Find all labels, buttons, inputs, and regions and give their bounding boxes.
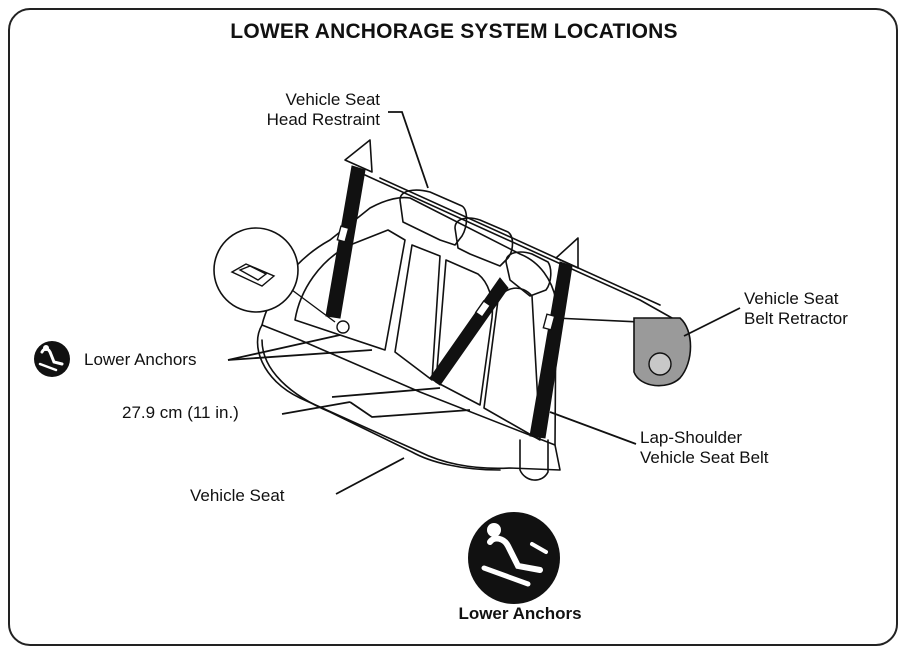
head-restraint-left <box>399 189 468 246</box>
lower-anchors-large-icon <box>468 512 560 604</box>
label-belt-retractor-line1: Vehicle Seat <box>744 289 839 308</box>
pointer-lower-anchor-2 <box>227 349 373 361</box>
seat-back <box>261 196 557 446</box>
label-vehicle-seat: Vehicle Seat <box>190 486 285 505</box>
middle-lap-belt <box>429 277 509 386</box>
label-belt-retractor: Vehicle Seat Belt Retractor <box>744 289 848 329</box>
head-restraint-middle <box>454 217 514 267</box>
label-belt-retractor-line2: Belt Retractor <box>744 309 848 328</box>
diagram-title: LOWER ANCHORAGE SYSTEM LOCATIONS <box>230 20 678 43</box>
label-lap-shoulder-belt: Lap-Shoulder Vehicle Seat Belt <box>640 428 769 468</box>
pointer-head-restraint <box>388 111 429 189</box>
pointer-spacing-top <box>281 401 351 415</box>
label-head-restraint-line2: Head Restraint <box>266 110 380 129</box>
pointer-spacing-top2 <box>331 387 441 398</box>
lower-anchors-icon <box>34 341 70 377</box>
label-head-restraint-line1: Vehicle Seat <box>285 90 380 109</box>
anchor-detail-inset <box>213 227 299 313</box>
diagram-frame <box>8 8 898 646</box>
pointer-retractor <box>683 307 741 337</box>
label-lap-shoulder-line2: Vehicle Seat Belt <box>640 448 769 467</box>
belt-retractor-icon <box>633 317 692 387</box>
head-restraint-right <box>505 251 552 297</box>
label-spacing: 27.9 cm (11 in.) <box>122 403 239 422</box>
label-lower-anchors: Lower Anchors <box>84 350 197 369</box>
pointer-lap-shoulder <box>549 411 637 445</box>
pointer-vehicle-seat <box>335 457 405 495</box>
pointer-lower-anchor-1 <box>227 334 341 361</box>
pointer-spacing-bottom <box>349 401 471 418</box>
belt-anchor-upper-right <box>555 237 579 269</box>
label-lap-shoulder-line1: Lap-Shoulder <box>640 428 743 447</box>
seat-cushion-front <box>261 339 501 471</box>
belt-anchor-upper-left <box>344 139 373 173</box>
label-head-restraint: Vehicle Seat Head Restraint <box>230 90 380 130</box>
label-lower-anchors-icon: Lower Anchors <box>458 604 582 623</box>
right-shoulder-belt <box>529 261 573 439</box>
